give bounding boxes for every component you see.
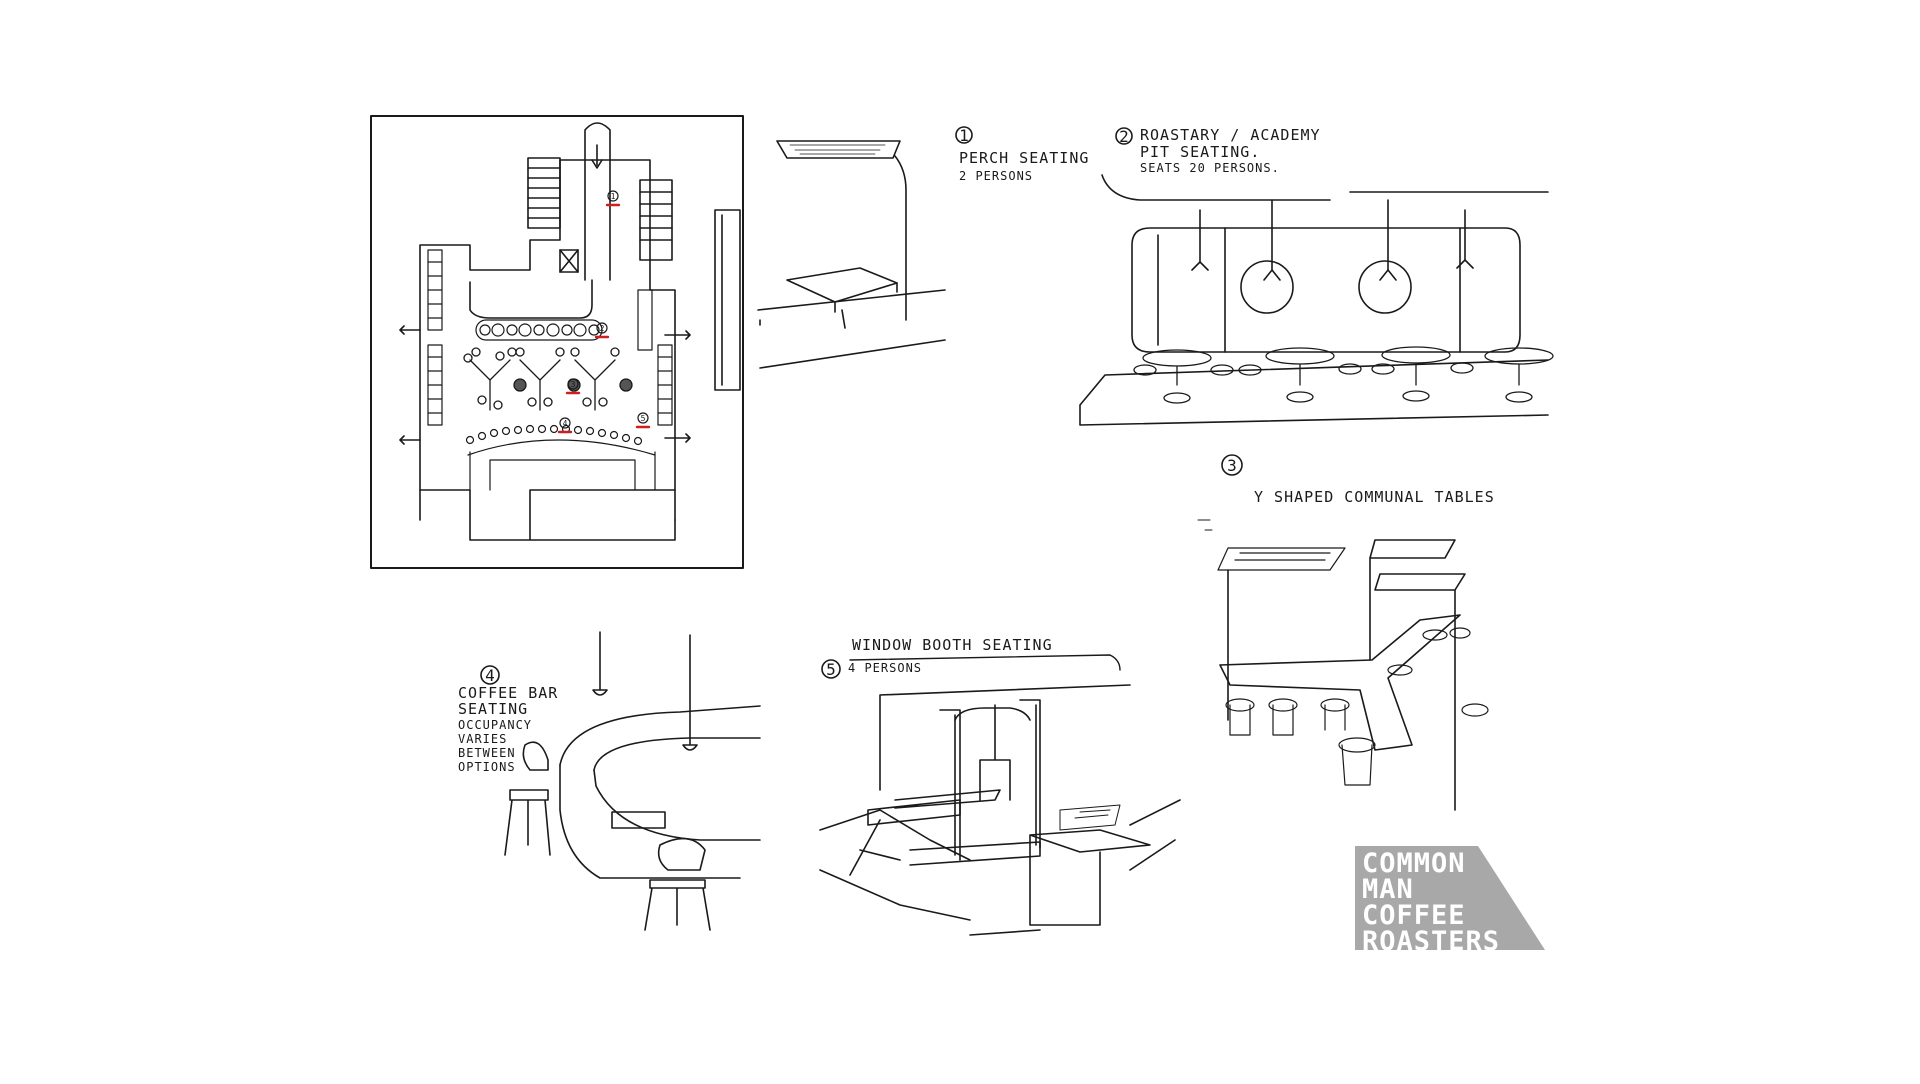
pit-sketch [1079, 174, 1554, 426]
perch-title: PERCH SEATING [959, 149, 1089, 167]
pit-title-line1: ROASTARY / ACADEMY [1140, 126, 1321, 144]
booth-number: 5 [826, 660, 836, 679]
plan-marker-5: 5 [641, 414, 646, 423]
ytables-sketch [1197, 519, 1489, 811]
perch-subtitle: 2 PERSONS [959, 169, 1033, 183]
coffeebar-title-line2: SEATING [458, 700, 528, 718]
logo-line-4: ROASTERS [1362, 926, 1500, 957]
plan-marker-4: 4 [563, 419, 568, 428]
coffeebar-note-2: VARIES [458, 732, 507, 746]
coffeebar-number: 4 [485, 666, 495, 685]
booth-title: WINDOW BOOTH SEATING [852, 636, 1053, 654]
coffeebar-note-1: OCCUPANCY [458, 718, 532, 732]
pit-number: 2 [1119, 127, 1129, 146]
coffeebar-sketch [504, 631, 761, 931]
coffeebar-note-4: OPTIONS [458, 760, 516, 774]
ytables-title: Y SHAPED COMMUNAL TABLES [1254, 488, 1495, 506]
pit-title-line2: PIT SEATING. [1140, 143, 1260, 161]
logo-line-1: COMMON [1362, 848, 1466, 879]
plan-marker-1: 1 [611, 192, 616, 201]
coffeebar-note-3: BETWEEN [458, 746, 516, 760]
perch-sketch [757, 140, 946, 369]
booth-subtitle: 4 PERSONS [848, 661, 922, 675]
ytables-number: 3 [1227, 456, 1237, 475]
plan-marker-3: 3 [571, 380, 576, 389]
perch-number: 1 [959, 126, 969, 145]
logo-line-2: MAN [1362, 874, 1414, 905]
floor-plan: 1 2 3 4 5 [370, 115, 744, 569]
plan-marker-2: 2 [600, 324, 605, 333]
coffeebar-title-line1: COFFEE BAR [458, 684, 558, 702]
logo-line-3: COFFEE [1362, 900, 1466, 931]
pit-subtitle: SEATS 20 PERSONS. [1140, 161, 1280, 175]
booth-sketch [819, 654, 1181, 936]
brand-logo: COMMON MAN COFFEE ROASTERS [1355, 846, 1545, 957]
